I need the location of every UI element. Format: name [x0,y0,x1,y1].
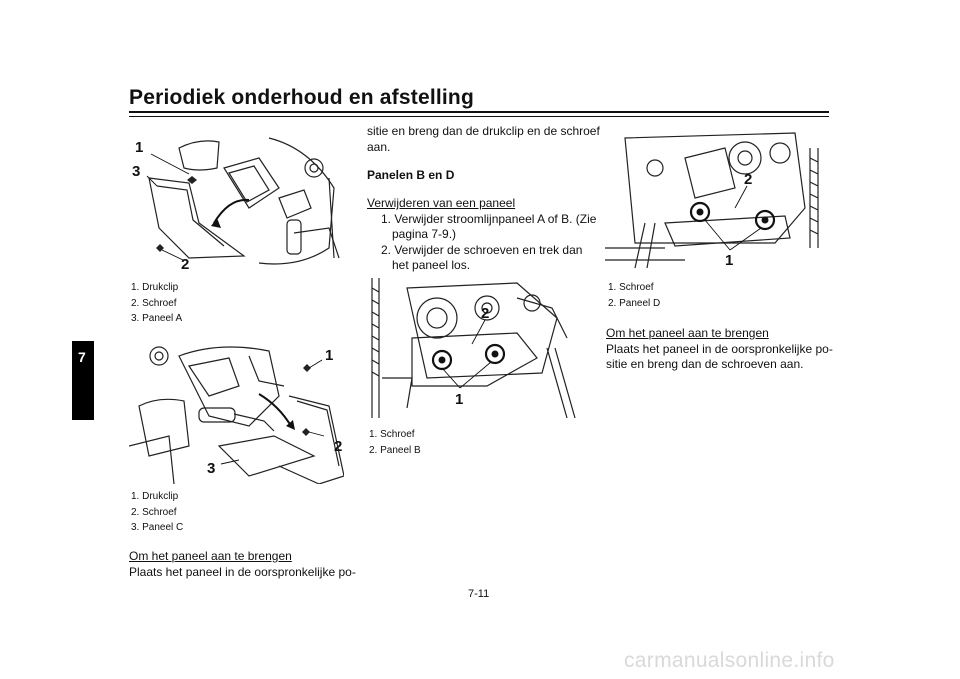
install-text-right: Plaats het paneel in de oorspronkelijke … [606,342,833,356]
caption-panel-d: 1. Schroef 2. Paneel D [608,280,660,311]
callout-1: 1 [135,139,143,156]
figure-panel-b: 2 1 [367,278,582,418]
callout-2: 2 [334,438,342,455]
continued-text-line: sitie en breng dan de drukclip en de sch… [367,124,600,138]
continued-text-line: aan. [367,140,391,154]
figure-panel-d: 2 1 [605,128,827,270]
caption-item: 2. Paneel B [369,444,421,456]
illustration-panel-a: 1 3 2 [132,137,340,273]
caption-item: 1. Schroef [608,282,654,293]
caption-item: 3. Paneel C [131,522,184,533]
step-1-continued: pagina 7-9.) [392,227,457,241]
illustration-panel-b: 2 1 [371,278,576,418]
caption-item: 2. Paneel D [608,297,661,309]
caption-panel-c: 1. Drukclip 2. Schroef 3. Paneel C [131,489,183,536]
caption-item: 3. Paneel A [131,313,183,324]
callout-1: 1 [455,391,463,408]
chapter-tab[interactable] [72,341,94,420]
callout-2: 2 [481,305,489,322]
section-heading: Panelen B en D [367,168,455,182]
step-2: 2. Verwijder de schroeven en trek dan [381,243,583,257]
page-title: Periodiek onderhoud en afstelling [129,86,474,109]
caption-item: 2. Schroef [131,297,177,309]
figure-panel-a: 1 3 2 [129,128,344,276]
title-rule-thin [129,116,829,117]
step-1: 1. Verwijder stroomlijnpaneel A of B. (Z… [381,212,597,226]
caption-panel-a: 1. Drukclip 2. Schroef 3. Paneel A [131,280,182,327]
install-heading-left: Om het paneel aan te brengen [129,549,292,563]
step-2-continued: het paneel los. [392,258,471,272]
figure-panel-c: 1 2 3 [129,336,344,484]
callout-3: 3 [132,163,140,180]
title-rule [129,111,829,113]
callout-1: 1 [725,252,733,269]
page-number: 7-11 [468,588,490,600]
caption-item: 2. Schroef [131,506,177,518]
removal-heading: Verwijderen van een paneel [367,196,516,210]
install-text-left: Plaats het paneel in de oorspronkelijke … [129,565,356,579]
chapter-tab-number: 7 [78,349,86,365]
install-text-right: sitie en breng dan de schroeven aan. [606,357,804,371]
caption-item: 1. Drukclip [131,282,179,293]
watermark[interactable]: carmanualsonline.info [624,649,835,672]
install-heading-right: Om het paneel aan te brengen [606,326,769,340]
callout-2: 2 [181,256,189,273]
illustration-panel-c: 1 2 3 [129,346,344,484]
caption-item: 1. Schroef [369,429,415,440]
caption-panel-b: 1. Schroef 2. Paneel B [369,427,421,458]
callout-3: 3 [207,460,215,477]
callout-1: 1 [325,347,333,364]
callout-2: 2 [744,171,752,188]
caption-item: 1. Drukclip [131,491,179,502]
illustration-panel-d: 2 1 [605,132,819,269]
